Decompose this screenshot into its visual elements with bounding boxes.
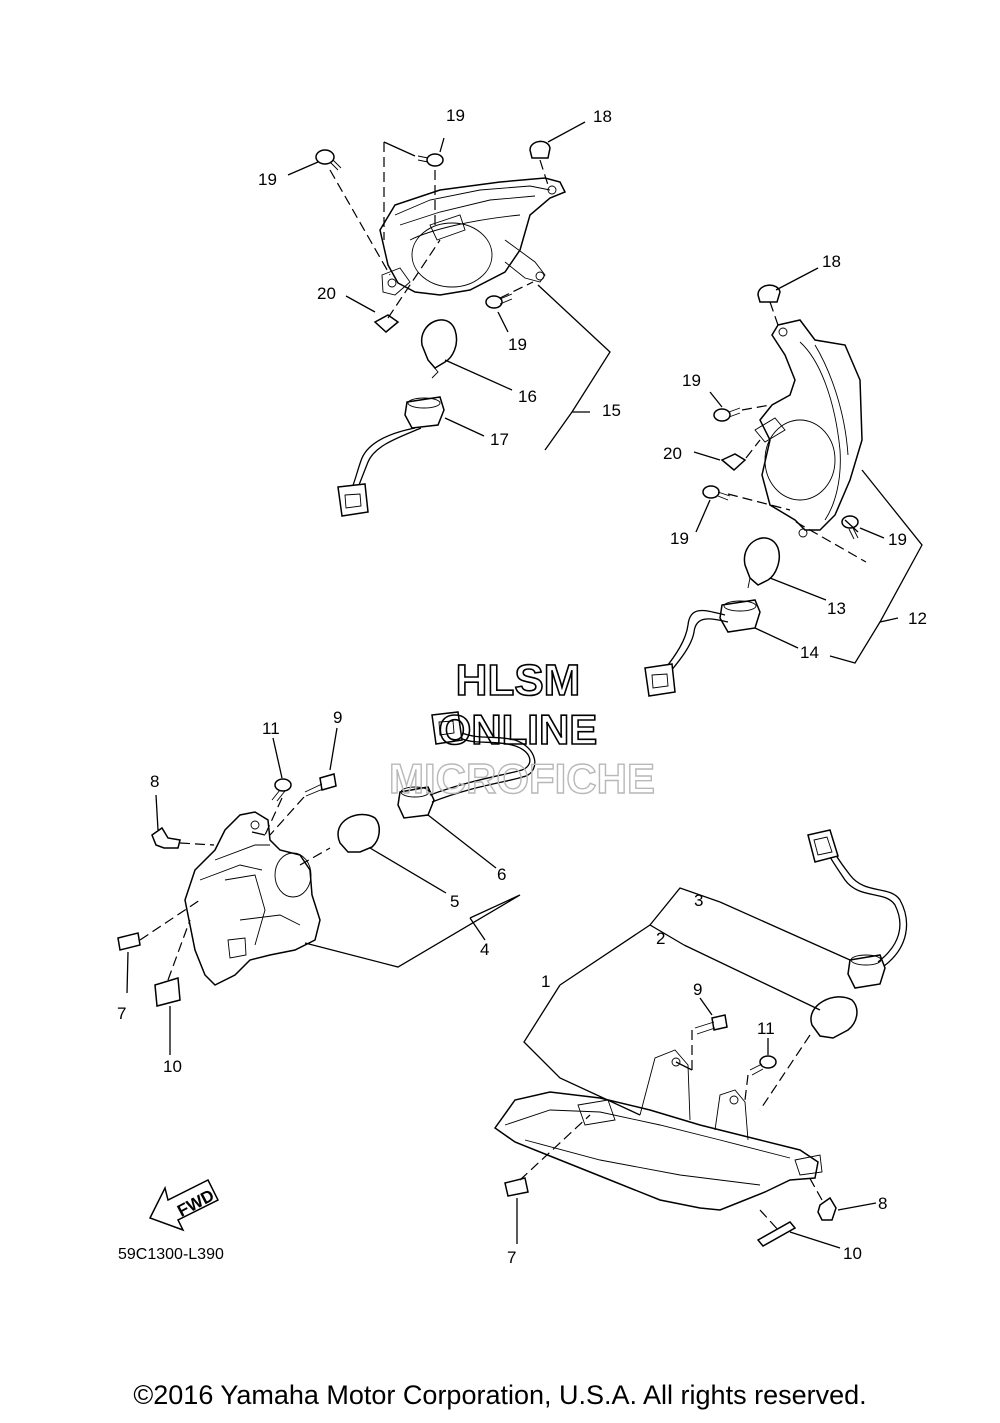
callout-19: 19 [682, 371, 701, 390]
callout-4: 4 [480, 940, 489, 959]
bulb-icon [743, 537, 780, 589]
callout-11: 11 [757, 1019, 775, 1038]
socket-cord-icon [397, 711, 536, 819]
callout-12: 12 [908, 609, 927, 628]
turn-signal-assembly-front-left [117, 711, 536, 1055]
callout-19: 19 [258, 170, 277, 189]
screw-icon [713, 407, 741, 422]
callout-7: 7 [117, 1004, 126, 1023]
watermark-microfiche: MICROFICHE [389, 755, 655, 802]
screw-icon [271, 778, 292, 802]
label-sticker-icon [154, 977, 181, 1007]
screw-icon [841, 515, 859, 540]
fwd-arrow-icon: FWD [148, 1178, 220, 1232]
bulb-icon [810, 996, 858, 1039]
diagram-code: 59C1300-L390 [118, 1246, 224, 1263]
callout-20: 20 [317, 284, 336, 303]
turn-signal-assembly-rear-right [644, 267, 923, 697]
callout-6: 6 [497, 865, 506, 884]
socket-cord-icon [644, 599, 761, 697]
callout-18: 18 [593, 107, 612, 126]
clip-icon [504, 1177, 529, 1197]
callout-3: 3 [694, 891, 703, 910]
callout-10: 10 [163, 1057, 182, 1076]
nut-icon [720, 453, 747, 471]
grommet-icon [757, 284, 781, 303]
callout-17: 17 [490, 430, 509, 449]
turn-signal-assembly-rear-left [287, 121, 611, 517]
nut-icon [373, 314, 400, 333]
callout-10: 10 [843, 1244, 862, 1263]
callout-20: 20 [663, 444, 682, 463]
watermark-hlsm: HLSM [456, 656, 581, 705]
screw-icon [315, 149, 342, 171]
clip-icon [117, 932, 141, 951]
bulb-icon [421, 319, 458, 379]
bulb-icon [337, 813, 380, 853]
turn-signal-assembly-front-right [493, 829, 908, 1249]
callout-7: 7 [507, 1248, 516, 1267]
callout-9: 9 [693, 980, 702, 999]
label-sticker-icon [756, 1221, 797, 1247]
screw-icon [485, 293, 513, 309]
callout-19: 19 [508, 335, 527, 354]
grommet-icon [529, 140, 551, 159]
callout-5: 5 [450, 892, 459, 911]
callout-19: 19 [888, 530, 907, 549]
screw-icon [749, 1055, 777, 1076]
screw-icon [417, 153, 444, 167]
callout-8: 8 [150, 772, 159, 791]
socket-cord-icon [337, 396, 445, 517]
callout-15: 15 [602, 401, 621, 420]
callout-13: 13 [827, 599, 846, 618]
callout-16: 16 [518, 387, 537, 406]
callout-11: 11 [262, 719, 280, 738]
screw-icon [702, 485, 731, 501]
rivet-icon [151, 826, 181, 849]
callout-14: 14 [800, 643, 819, 662]
callout-19: 19 [670, 529, 689, 548]
copyright-notice: ©2016 Yamaha Motor Corporation, U.S.A. A… [133, 1380, 867, 1410]
rivet-icon [817, 1196, 837, 1221]
socket-cord-icon [807, 829, 908, 989]
callout-1: 1 [541, 972, 550, 991]
bolt-icon [304, 773, 337, 797]
bolt-icon [694, 1014, 728, 1035]
callout-8: 8 [878, 1194, 887, 1213]
callout-2: 2 [656, 929, 665, 948]
callout-9: 9 [333, 708, 342, 727]
watermark-online: ONLINE [439, 706, 598, 753]
callout-19: 19 [446, 106, 465, 125]
callout-18: 18 [822, 252, 841, 271]
